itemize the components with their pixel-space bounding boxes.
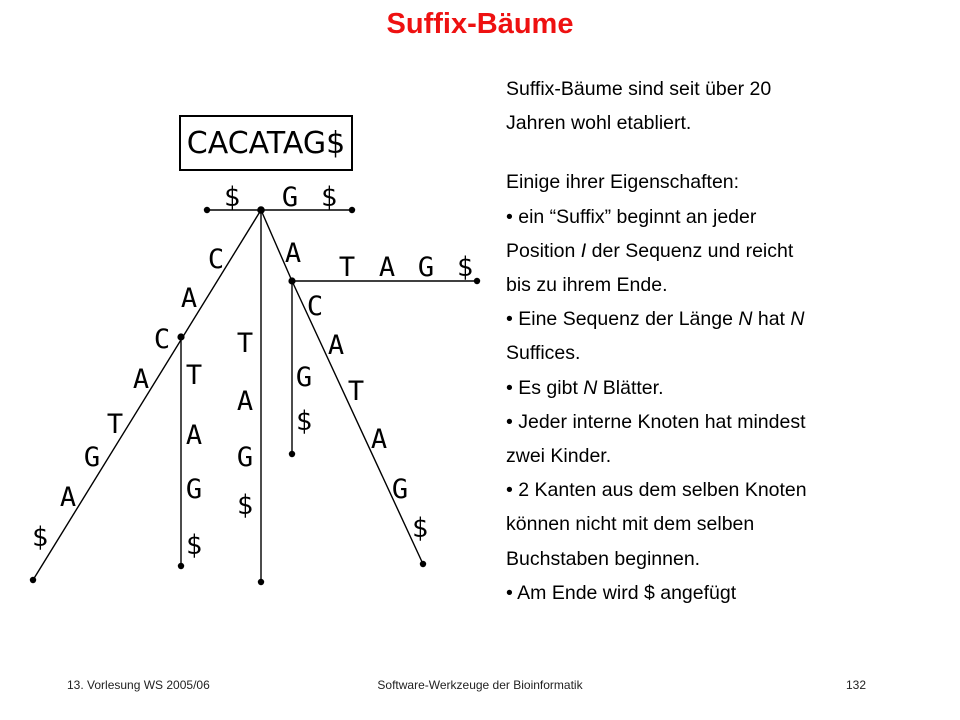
- edge-label: A: [133, 364, 149, 395]
- edge-label: G: [418, 252, 434, 283]
- footer-lecture: 13. Vorlesung WS 2005/06: [67, 678, 210, 692]
- edge-label: T: [107, 409, 123, 440]
- bullet-text: Suffices.: [506, 342, 581, 365]
- edge-c-long: [291, 280, 424, 565]
- bullet-text: Buchstaben beginnen.: [506, 547, 701, 570]
- edge-label: G: [282, 182, 298, 213]
- bullet-text: • Eine Sequenz der Länge N hat N: [506, 308, 805, 331]
- edge-label: T: [237, 328, 253, 359]
- edge-a: [260, 209, 293, 282]
- footer-course: Software-Werkzeuge der Bioinformatik: [377, 678, 583, 692]
- edge-label: A: [186, 420, 202, 451]
- bullet-text: • ein “Suffix” beginnt an jeder: [506, 205, 757, 228]
- bullet-text: Position I der Sequenz und reicht: [506, 239, 794, 262]
- edge-label: C: [208, 244, 224, 275]
- edge-label: G: [296, 362, 312, 393]
- variable-i: I: [580, 239, 587, 262]
- edge-label: G: [84, 442, 100, 473]
- edge-label: $: [32, 522, 48, 553]
- edge-label: A: [328, 330, 344, 361]
- slide-title: Suffix-Bäume: [386, 8, 574, 40]
- edge-label: G: [237, 442, 253, 473]
- edge-label: A: [237, 386, 253, 417]
- suffix-tree-diagram: $ G $ C A C A T G A $ T A G $ T A G $ A …: [29, 182, 481, 586]
- bullet-text: • 2 Kanten aus dem selben Knoten: [506, 479, 807, 502]
- edge-label: A: [379, 252, 395, 283]
- bullet-text: • Am Ende wird $ angefügt: [506, 581, 737, 604]
- edge-label: $: [186, 530, 202, 561]
- edge-label: G: [186, 474, 202, 505]
- edge-label: C: [307, 291, 323, 322]
- edge-label: $: [296, 406, 312, 437]
- edge-label: A: [60, 482, 76, 513]
- leaf-node: [348, 206, 356, 214]
- edge-label: $: [412, 513, 428, 544]
- edge-label: A: [285, 238, 301, 269]
- edge-label: $: [457, 252, 473, 283]
- intro-line: Suffix-Bäume sind seit über 20: [506, 78, 772, 100]
- edge-label: A: [371, 424, 387, 455]
- edge-left-long: [32, 209, 262, 581]
- edge-label: C: [154, 324, 170, 355]
- properties-heading: Einige ihrer Eigenschaften:: [506, 171, 740, 194]
- variable-n: N: [790, 308, 805, 331]
- edge-label: A: [181, 283, 197, 314]
- bullet-text: zwei Kinder.: [506, 445, 612, 468]
- intro-line: Jahren wohl etabliert.: [506, 112, 692, 135]
- footer-page-number: 132: [846, 678, 867, 692]
- text-panel: Suffix-Bäume sind seit über 20 Jahren wo…: [506, 72, 946, 610]
- edge-label: T: [339, 252, 355, 283]
- edge-label: $: [237, 490, 253, 521]
- root-node: [257, 206, 265, 214]
- leaf-node: [419, 560, 427, 568]
- sequence-box: CACATAG$: [179, 115, 353, 171]
- leaf-node: [203, 206, 211, 214]
- bullet-text: • Jeder interne Knoten hat mindest: [506, 410, 806, 433]
- edge-label: T: [348, 376, 364, 407]
- internal-node-a: [288, 277, 296, 285]
- leaf-node: [473, 277, 481, 285]
- edge-label: $: [321, 182, 337, 213]
- leaf-node: [177, 562, 185, 570]
- bullet-text: bis zu ihrem Ende.: [506, 274, 668, 297]
- edge-label: $: [224, 182, 240, 213]
- leaf-node: [288, 450, 296, 458]
- edge-label: T: [186, 360, 202, 391]
- variable-n: N: [738, 308, 753, 331]
- bullet-text: können nicht mit dem selben: [506, 513, 755, 536]
- variable-n: N: [583, 376, 598, 399]
- bullet-text: • Es gibt N Blätter.: [506, 376, 664, 399]
- leaf-node: [29, 576, 37, 584]
- internal-node-ca: [177, 333, 185, 341]
- edge-label: G: [392, 474, 408, 505]
- leaf-node: [257, 578, 265, 586]
- sequence-label: CACATAG$: [186, 125, 346, 161]
